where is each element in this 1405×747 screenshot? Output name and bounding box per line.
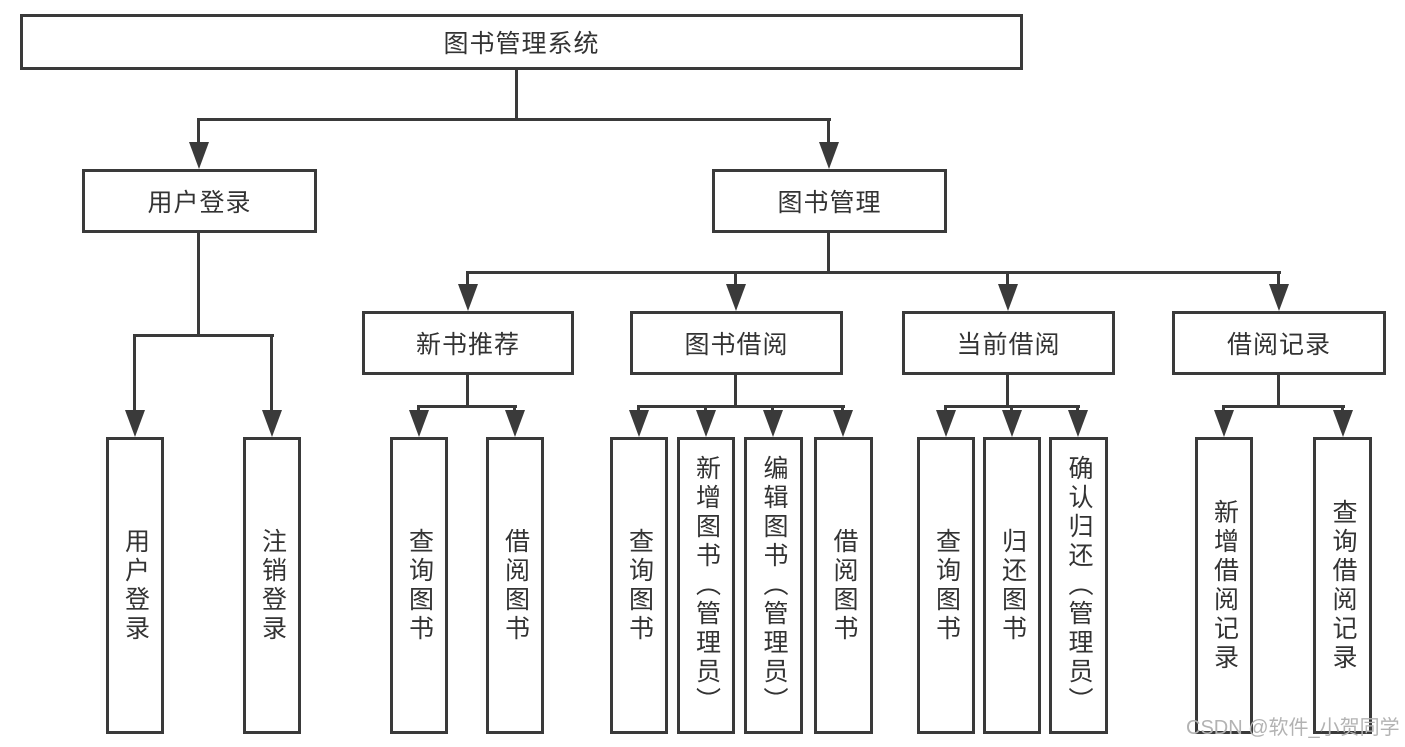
node-leaf-borrow-book-2: 借阅图书 [814, 437, 873, 734]
node-new-book-recommend: 新书推荐 [362, 311, 574, 375]
connector-vline [513, 405, 516, 412]
node-label: 新书推荐 [415, 331, 520, 359]
arrow-down-icon [763, 410, 783, 437]
connector-vline [1006, 375, 1009, 406]
node-borrow-records: 借阅记录 [1172, 311, 1386, 375]
node-label: 借阅记录 [1226, 331, 1331, 359]
connector-vline [771, 405, 774, 412]
node-leaf-borrow-book-1: 借阅图书 [486, 437, 544, 734]
node-label: 图书管理系统 [443, 30, 600, 58]
connector-vline [417, 405, 420, 412]
node-label: 当前借阅 [956, 331, 1061, 359]
node-leaf-query-book-3: 查询图书 [917, 437, 975, 734]
connector-vline [734, 375, 737, 406]
connector-vline [1006, 271, 1009, 285]
node-label: 借阅图书 [501, 527, 530, 644]
arrow-down-icon [409, 410, 429, 437]
node-leaf-query-book-1: 查询图书 [390, 437, 448, 734]
connector-vline [133, 334, 136, 411]
node-label: 归还图书 [998, 527, 1027, 644]
node-label: 确认归还（管理员） [1065, 455, 1093, 716]
connector-vline [841, 405, 844, 412]
connector-vline [515, 69, 518, 118]
connector-vline [197, 118, 200, 143]
connector-vline [466, 271, 469, 285]
node-book-management: 图书管理 [712, 169, 947, 233]
connector-vline [734, 271, 737, 285]
node-leaf-user-login: 用户登录 [106, 437, 164, 734]
node-book-borrow: 图书借阅 [630, 311, 843, 375]
arrow-down-icon [505, 410, 525, 437]
node-label: 编辑图书（管理员） [760, 455, 788, 716]
node-label: 查询借阅记录 [1329, 498, 1357, 673]
node-label: 注销登录 [258, 527, 287, 644]
node-leaf-edit-book-admin: 编辑图书（管理员） [744, 437, 803, 734]
node-leaf-query-borrow-record: 查询借阅记录 [1313, 437, 1372, 734]
arrow-down-icon [696, 410, 716, 437]
node-label: 查询图书 [932, 527, 961, 644]
connector-vline [827, 233, 830, 272]
connector-vline [1222, 405, 1225, 412]
node-leaf-add-book-admin: 新增图书（管理员） [677, 437, 735, 734]
connector-hline [417, 405, 517, 408]
connector-vline [944, 405, 947, 412]
node-user-login: 用户登录 [82, 169, 317, 233]
arrow-down-icon [1333, 410, 1353, 437]
arrow-down-icon [998, 284, 1018, 311]
node-label: 查询图书 [625, 527, 654, 644]
connector-hline [197, 118, 831, 121]
arrow-down-icon [833, 410, 853, 437]
arrow-down-icon [936, 410, 956, 437]
arrow-down-icon [726, 284, 746, 311]
arrow-down-icon [629, 410, 649, 437]
node-leaf-logout: 注销登录 [243, 437, 301, 734]
node-label: 图书借阅 [684, 331, 789, 359]
csdn-watermark: CSDN @软件_小贺同学 [1186, 717, 1400, 739]
node-leaf-add-borrow-record: 新增借阅记录 [1195, 437, 1253, 734]
connector-vline [1076, 405, 1079, 412]
node-label: 用户登录 [147, 189, 252, 217]
arrow-down-icon [1269, 284, 1289, 311]
node-leaf-return-book: 归还图书 [983, 437, 1041, 734]
connector-vline [1010, 405, 1013, 412]
node-label: 新增借阅记录 [1210, 498, 1239, 673]
arrow-down-icon [819, 142, 839, 169]
node-label: 借阅图书 [830, 527, 858, 644]
connector-hline [467, 271, 1281, 274]
node-leaf-confirm-return-admin: 确认归还（管理员） [1049, 437, 1108, 734]
arrow-down-icon [262, 410, 282, 437]
connector-hline [637, 405, 845, 408]
node-label: 图书管理 [777, 189, 882, 217]
connector-vline [1277, 271, 1280, 285]
connector-vline [704, 405, 707, 412]
arrow-down-icon [125, 410, 145, 437]
connector-vline [466, 375, 469, 406]
node-current-borrow: 当前借阅 [902, 311, 1115, 375]
connector-hline [1222, 405, 1345, 408]
connector-vline [197, 233, 200, 335]
arrow-down-icon [189, 142, 209, 169]
node-root: 图书管理系统 [20, 14, 1023, 70]
arrow-down-icon [1002, 410, 1022, 437]
connector-hline [133, 334, 274, 337]
node-label: 查询图书 [405, 527, 434, 644]
node-label: 用户登录 [121, 527, 150, 644]
connector-vline [637, 405, 640, 412]
connector-vline [270, 334, 273, 411]
node-leaf-query-book-2: 查询图书 [610, 437, 668, 734]
arrow-down-icon [1214, 410, 1234, 437]
connector-vline [827, 118, 830, 143]
connector-vline [1277, 375, 1280, 406]
arrow-down-icon [458, 284, 478, 311]
node-label: 新增图书（管理员） [692, 455, 721, 716]
arrow-down-icon [1068, 410, 1088, 437]
connector-vline [1341, 405, 1344, 412]
